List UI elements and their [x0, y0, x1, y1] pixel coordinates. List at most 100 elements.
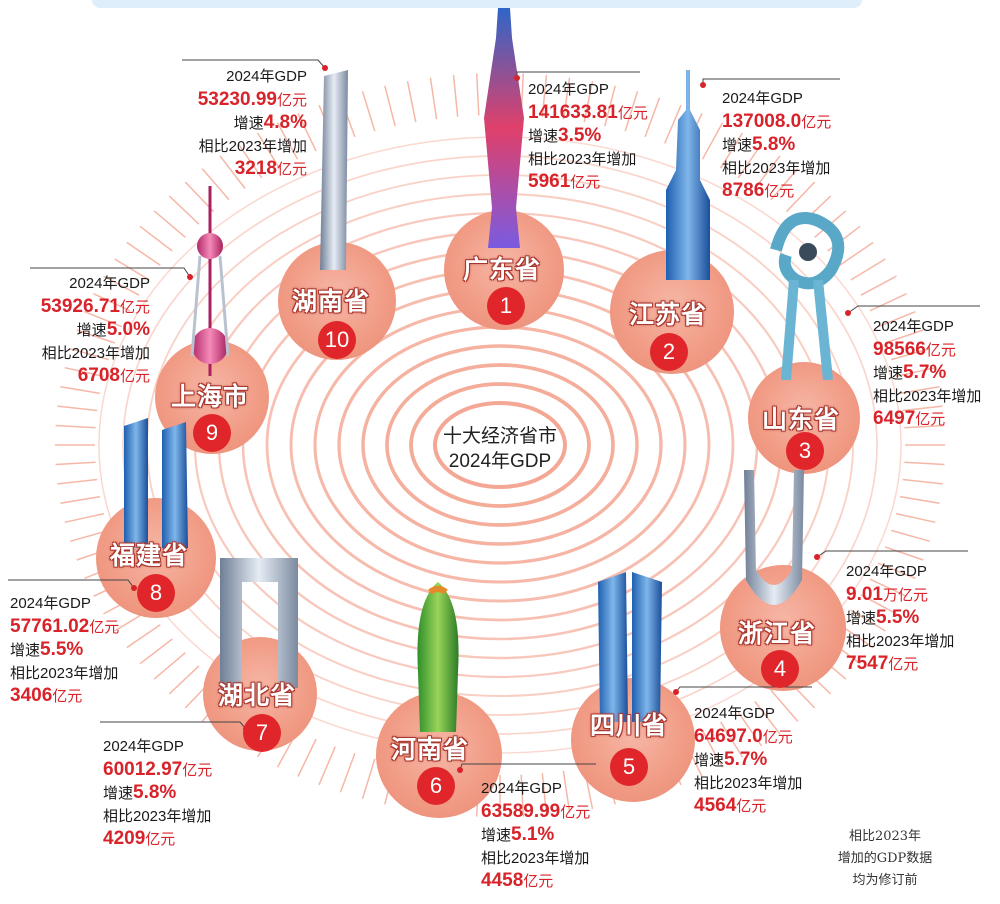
province-name-hubei: 湖北省	[218, 681, 297, 710]
increase-unit: 亿元	[119, 368, 150, 385]
growth-label: 增速	[873, 365, 904, 382]
growth-label: 增速	[481, 827, 512, 844]
gdp-value: 137008.0	[722, 110, 802, 132]
info-block-hunan: 2024年GDP 53230.99亿元 增速4.8% 相比2023年增加 321…	[172, 66, 307, 182]
gdp-year-label: 2024年GDP	[226, 68, 307, 85]
center-title-sub: 2024年GDP	[448, 451, 552, 472]
growth-value: 5.5%	[876, 607, 920, 628]
province-name-fujian: 福建省	[110, 541, 189, 570]
gdp-year-label: 2024年GDP	[846, 563, 927, 580]
province-name-guangdong: 广东省	[463, 255, 542, 284]
gdp-year-label: 2024年GDP	[722, 90, 803, 107]
oriental-pearl-tower-icon	[190, 186, 230, 376]
info-block-shanghai: 2024年GDP 53926.71亿元 增速5.0% 相比2023年增加 670…	[10, 273, 150, 389]
growth-value: 5.8%	[752, 134, 796, 155]
gdp-year-label: 2024年GDP	[528, 81, 609, 98]
rank-badge-1: 1	[487, 287, 525, 325]
info-block-fujian: 2024年GDP 57761.02亿元 增速5.5% 相比2023年增加 340…	[10, 593, 119, 709]
gdp-value: 64697.0	[694, 725, 763, 747]
increase-value: 4564	[694, 795, 737, 816]
rank-badge-10: 10	[318, 321, 356, 359]
growth-value: 5.1%	[511, 824, 555, 845]
canton-tower-icon	[484, 8, 524, 248]
rank-badge-6: 6	[417, 767, 455, 805]
zifeng-tower-icon	[666, 70, 710, 280]
province-name-hunan: 湖南省	[292, 287, 371, 316]
increase-label: 相比2023年增加	[873, 387, 982, 405]
spring-sculpture-icon	[770, 212, 845, 380]
increase-value: 4209	[103, 828, 146, 849]
increase-value: 5961	[528, 171, 571, 192]
increase-unit: 亿元	[276, 161, 307, 178]
increase-label: 相比2023年增加	[198, 137, 307, 155]
gdp-unit: 亿元	[182, 761, 213, 779]
center-title-main: 十大经济省市	[442, 426, 557, 447]
province-name-shanghai: 上海市	[171, 382, 250, 411]
gate-building-icon	[220, 558, 298, 688]
gdp-unit: 亿元	[276, 91, 307, 109]
u-arch-icon	[744, 470, 804, 605]
growth-value: 5.0%	[106, 319, 150, 340]
increase-unit: 亿元	[915, 411, 946, 428]
gdp-value: 57761.02	[10, 615, 90, 637]
growth-label: 增速	[10, 642, 41, 659]
gdp-value: 60012.97	[103, 758, 183, 780]
top-banner-strip	[92, 0, 862, 8]
growth-value: 5.7%	[903, 362, 947, 383]
info-block-guangdong: 2024年GDP 141633.81亿元 增速3.5% 相比2023年增加 59…	[528, 79, 648, 195]
gdp-year-label: 2024年GDP	[103, 738, 184, 755]
growth-label: 增速	[76, 322, 107, 339]
increase-label: 相比2023年增加	[722, 159, 831, 177]
increase-value: 4458	[481, 870, 524, 891]
info-block-shandong: 2024年GDP 98566亿元 增速5.7% 相比2023年增加 6497亿元	[873, 316, 981, 432]
increase-unit: 亿元	[570, 174, 601, 191]
rank-badge-8: 8	[137, 574, 175, 612]
info-block-jiangsu: 2024年GDP 137008.0亿元 增速5.8% 相比2023年增加 878…	[722, 88, 831, 204]
increase-unit: 亿元	[888, 656, 919, 673]
growth-label: 增速	[103, 785, 134, 802]
increase-label: 相比2023年增加	[103, 807, 212, 825]
center-title: 十大经济省市 2024年GDP	[420, 424, 580, 474]
gdp-value: 98566	[873, 338, 926, 360]
growth-label: 增速	[846, 610, 877, 627]
gdp-value: 53230.99	[197, 88, 277, 110]
growth-value: 5.5%	[40, 639, 84, 660]
growth-label: 增速	[722, 137, 753, 154]
province-name-zhejiang: 浙江省	[738, 619, 817, 648]
increase-label: 相比2023年增加	[10, 664, 119, 682]
dual-tower-icon	[124, 418, 188, 548]
info-block-hubei: 2024年GDP 60012.97亿元 增速5.8% 相比2023年增加 420…	[103, 736, 212, 852]
increase-value: 6497	[873, 408, 916, 429]
increase-label: 相比2023年增加	[846, 632, 955, 650]
increase-label: 相比2023年增加	[528, 150, 637, 168]
gdp-year-label: 2024年GDP	[10, 595, 91, 612]
increase-value: 7547	[846, 653, 889, 674]
increase-label: 相比2023年增加	[481, 849, 590, 867]
gdp-unit: 亿元	[89, 618, 120, 636]
gdp-year-label: 2024年GDP	[694, 705, 775, 722]
footnote-line: 均为修订前	[852, 873, 918, 888]
growth-value: 5.8%	[133, 782, 177, 803]
gdp-unit: 亿元	[617, 104, 648, 122]
gdp-unit: 亿元	[801, 113, 832, 131]
province-name-henan: 河南省	[391, 735, 470, 764]
rank-badge-4: 4	[761, 650, 799, 688]
increase-unit: 亿元	[736, 798, 767, 815]
twin-tower-icon	[598, 572, 662, 722]
increase-value: 3406	[10, 685, 53, 706]
rank-badge-3: 3	[786, 432, 824, 470]
corn-tower-icon	[417, 582, 459, 732]
increase-unit: 亿元	[52, 688, 83, 705]
footnote: 相比2023年 增加的GDP数据 均为修订前	[820, 826, 950, 892]
gdp-value: 9.01	[846, 583, 883, 605]
gdp-year-label: 2024年GDP	[69, 275, 150, 292]
slim-skyscraper-icon	[320, 70, 348, 270]
gdp-year-label: 2024年GDP	[481, 780, 562, 797]
gdp-value: 53926.71	[40, 295, 120, 317]
gdp-unit: 亿元	[560, 803, 591, 821]
growth-label: 增速	[233, 115, 264, 132]
info-block-sichuan: 2024年GDP 64697.0亿元 增速5.7% 相比2023年增加 4564…	[694, 703, 802, 819]
gdp-unit: 万亿元	[882, 586, 928, 604]
